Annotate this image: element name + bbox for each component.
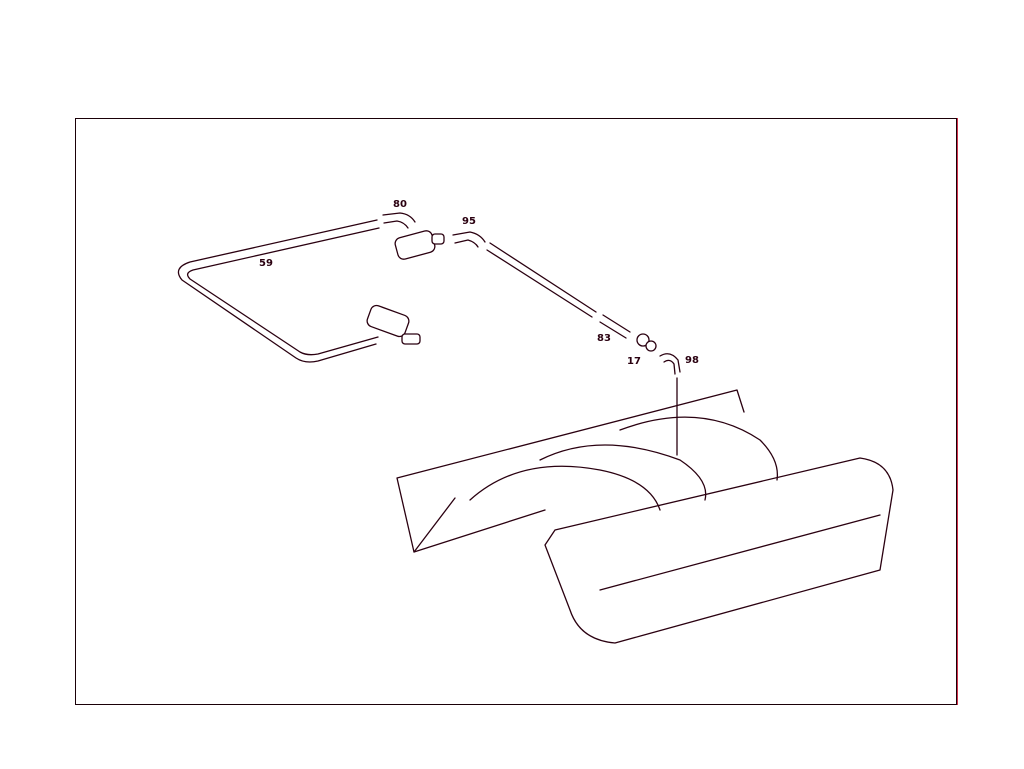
fitting-17[interactable] — [636, 333, 657, 352]
hose-59[interactable] — [177, 219, 380, 363]
callout-59: 59 — [259, 258, 273, 269]
elbow-95[interactable] — [452, 231, 486, 248]
hose-83[interactable] — [599, 314, 631, 339]
elbow-80[interactable] — [382, 212, 416, 229]
elbow-98[interactable] — [659, 353, 681, 375]
callout-80: 80 — [393, 199, 407, 210]
valve-lower[interactable] — [365, 304, 421, 345]
callout-17: 17 — [627, 356, 641, 367]
callout-95: 95 — [462, 216, 476, 227]
intake-manifold[interactable] — [396, 389, 894, 644]
valve-upper[interactable] — [394, 229, 445, 260]
callout-83: 83 — [597, 333, 611, 344]
long-hose[interactable] — [486, 242, 597, 318]
callout-98: 98 — [685, 355, 699, 366]
diagram-frame — [75, 118, 957, 705]
